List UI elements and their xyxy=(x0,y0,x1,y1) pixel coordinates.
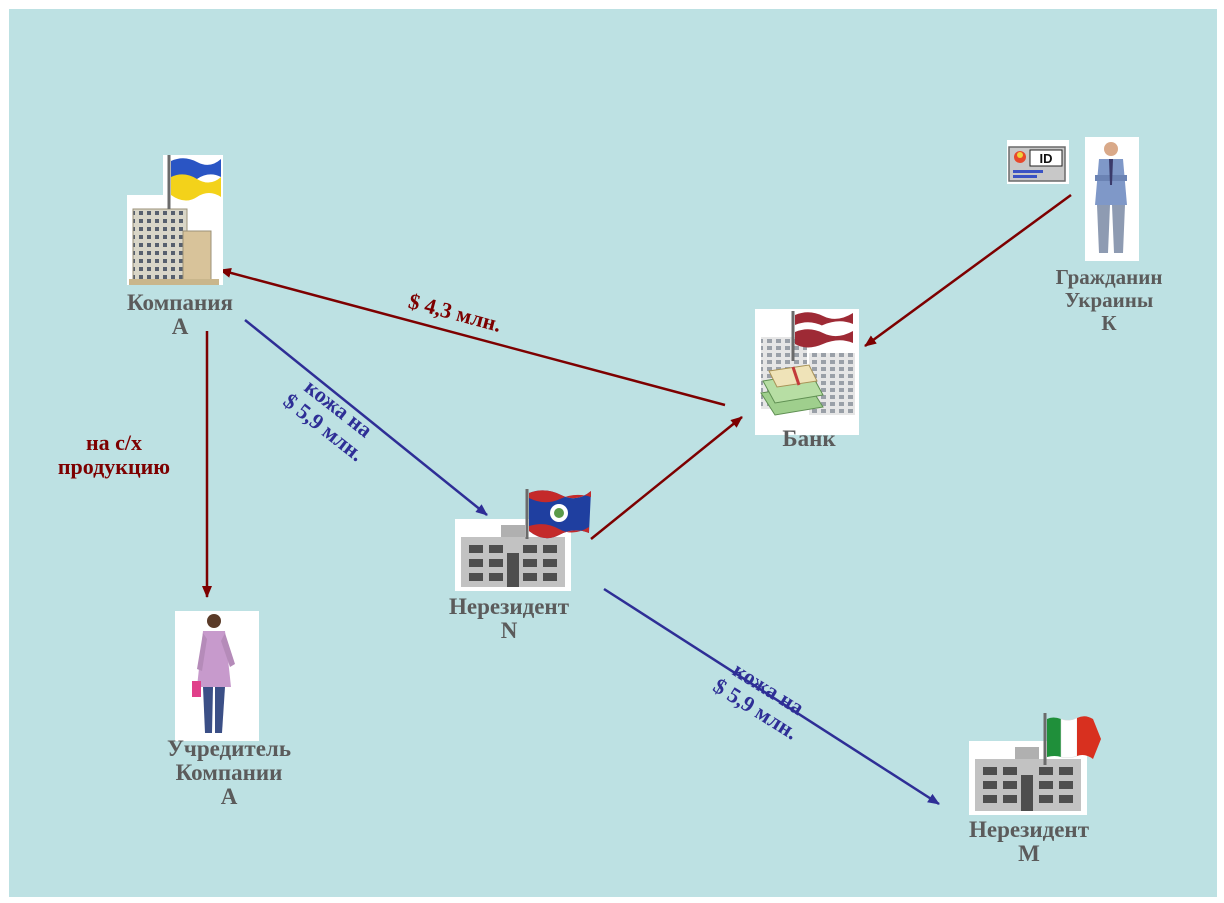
arrow-nonresident-n-to-bank xyxy=(590,416,743,540)
citizen-label: Гражданин Украины К xyxy=(1055,265,1163,335)
edge-label-company-to-founder: на с/х продукцию xyxy=(57,430,171,479)
bank-label: Банк xyxy=(782,426,836,451)
office-building-icon xyxy=(127,195,223,285)
latvia-flag-icon xyxy=(791,311,853,361)
id-card-text: ID xyxy=(1040,151,1053,166)
nonresident-m-label: Нерезидент М xyxy=(969,817,1089,866)
company-a-label: Компания А xyxy=(127,290,233,339)
arrow-nonresident-n-to-m xyxy=(603,587,940,806)
nonresident-m-building-icon xyxy=(969,741,1087,815)
id-card-icon: ID xyxy=(1007,140,1069,184)
diagram-svg: ID xyxy=(127,137,1139,815)
diagram-canvas: ID xyxy=(9,9,1217,897)
arrow-bank-to-company xyxy=(219,268,726,407)
arrow-company-to-nonresident-n xyxy=(244,319,488,516)
ukraine-flag-icon xyxy=(163,155,223,209)
founder-label: Учредитель Компании А xyxy=(166,736,291,809)
belize-flag-icon xyxy=(525,489,591,539)
woman-founder-icon xyxy=(175,611,259,741)
money-stack-icon xyxy=(760,364,824,416)
arrow-citizen-to-bank xyxy=(864,193,1072,348)
italy-flag-icon xyxy=(1043,713,1101,765)
nonresident-n-label: Нерезидент N xyxy=(449,594,569,643)
nonresident-n-building-icon xyxy=(455,519,571,591)
man-citizen-icon xyxy=(1085,137,1139,261)
